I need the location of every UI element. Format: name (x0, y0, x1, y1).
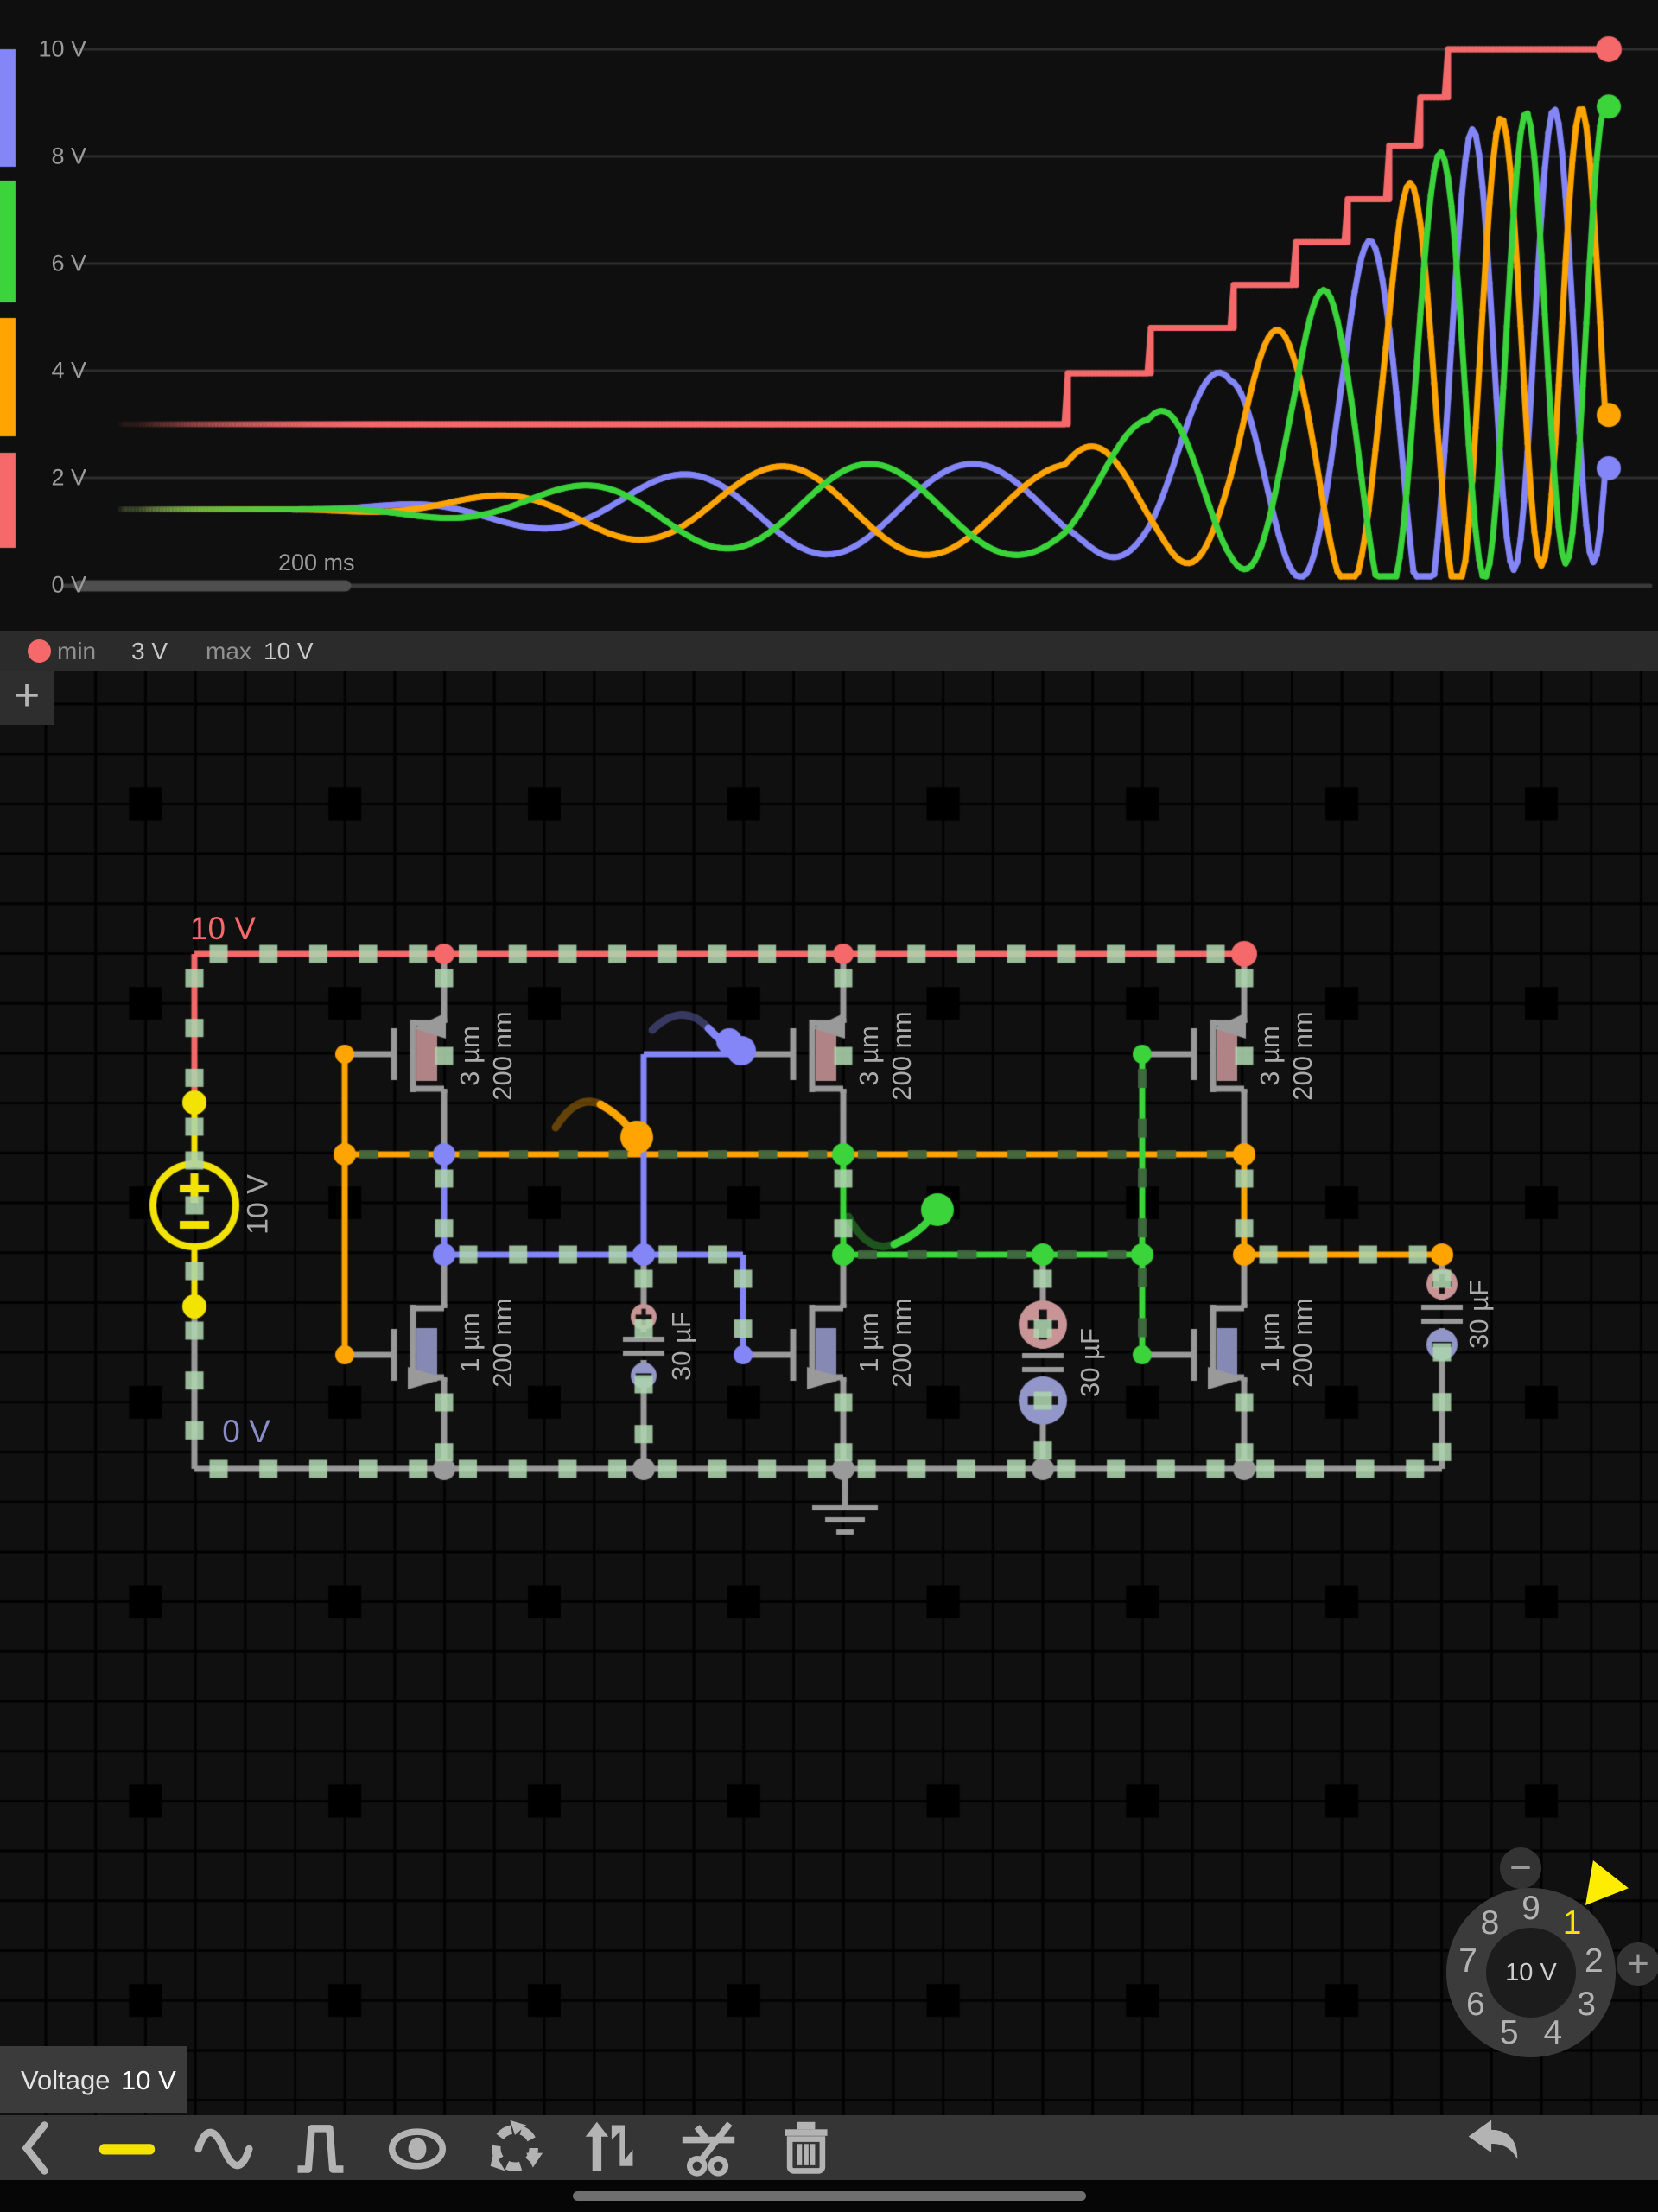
back-button[interactable] (5, 2119, 67, 2177)
dial-digit-9[interactable]: 9 (1521, 1890, 1540, 1927)
dial-digit-2[interactable]: 2 (1585, 1942, 1604, 1980)
cut-button[interactable] (677, 2119, 740, 2177)
cap3-value-label: 30 µF (1464, 1280, 1494, 1349)
min-label: min (57, 638, 97, 664)
sine-wave-button[interactable] (193, 2119, 255, 2177)
dial-digit-4[interactable]: 4 (1543, 2013, 1563, 2051)
delete-button[interactable] (775, 2119, 837, 2177)
y-tick-label: 8 V (51, 143, 86, 169)
max-value: 10 V (264, 638, 314, 664)
pmos3-width-label: 3 µm (1255, 1026, 1285, 1086)
channel-color-dot (28, 639, 51, 663)
oscilloscope-chart[interactable] (0, 0, 1658, 631)
watch-eye-button[interactable] (386, 2119, 448, 2177)
dial-digit-8[interactable]: 8 (1480, 1904, 1500, 1942)
pmos1-width-label: 3 µm (454, 1026, 485, 1086)
y-tick-label: 10 V (38, 35, 86, 62)
selection-value-badge: Voltage 10 V (0, 2046, 187, 2113)
flip-button[interactable] (579, 2119, 641, 2177)
pulse-wave-button[interactable] (289, 2119, 352, 2177)
nmos1-width-label: 1 µm (454, 1313, 485, 1373)
dial-value: 10 V (1486, 1928, 1576, 2018)
undo-button[interactable] (1462, 2113, 1524, 2172)
pmos2-width-label: 3 µm (854, 1026, 884, 1086)
badge-value: 10 V (121, 2065, 176, 2095)
gnd-rail-label: 0 V (222, 1414, 270, 1449)
pmos2-length-label: 200 nm (886, 1011, 917, 1101)
nmos3-length-label: 200 nm (1287, 1298, 1318, 1388)
max-label: max (206, 638, 251, 664)
home-indicator[interactable] (573, 2191, 1086, 2201)
dial-decrement-button[interactable]: − (1500, 1847, 1541, 1889)
rotate-button[interactable] (484, 2119, 546, 2177)
dial-digit-3[interactable]: 3 (1577, 1986, 1596, 2023)
nmos3-width-label: 1 µm (1255, 1313, 1285, 1373)
cap2-value-label: 30 µF (1075, 1328, 1105, 1397)
circuit-canvas[interactable] (0, 671, 1658, 2212)
vdd-rail-label: 10 V (189, 911, 257, 946)
dial-digit-6[interactable]: 6 (1466, 1986, 1485, 2023)
nmos2-length-label: 200 nm (886, 1298, 917, 1388)
cap1-value-label: 30 µF (666, 1312, 696, 1381)
badge-label: Voltage (21, 2065, 111, 2095)
y-tick-label: 6 V (51, 250, 86, 276)
source-value-label: 10 V (241, 1174, 275, 1235)
dial-digit-1[interactable]: 1 (1562, 1904, 1582, 1942)
pmos1-length-label: 200 nm (487, 1011, 518, 1101)
pmos3-length-label: 200 nm (1287, 1011, 1318, 1101)
min-value: 3 V (131, 638, 168, 664)
dial-digit-7[interactable]: 7 (1458, 1942, 1477, 1980)
scope-time-label: 200 ms (278, 550, 355, 575)
add-component-button[interactable]: + (0, 671, 54, 725)
nmos1-length-label: 200 nm (487, 1298, 518, 1388)
dial-digit-5[interactable]: 5 (1499, 2013, 1519, 2051)
y-tick-label: 0 V (51, 571, 86, 598)
y-tick-label: 4 V (51, 357, 86, 384)
dial-increment-button[interactable]: + (1617, 1942, 1658, 1986)
y-tick-label: 2 V (51, 464, 86, 491)
nmos2-width-label: 1 µm (854, 1313, 884, 1373)
bottom-toolbar (0, 2115, 1658, 2180)
scope-minmax-row[interactable]: min 3 V max 10 V (0, 631, 1658, 671)
dc-wave-button[interactable] (96, 2119, 158, 2177)
